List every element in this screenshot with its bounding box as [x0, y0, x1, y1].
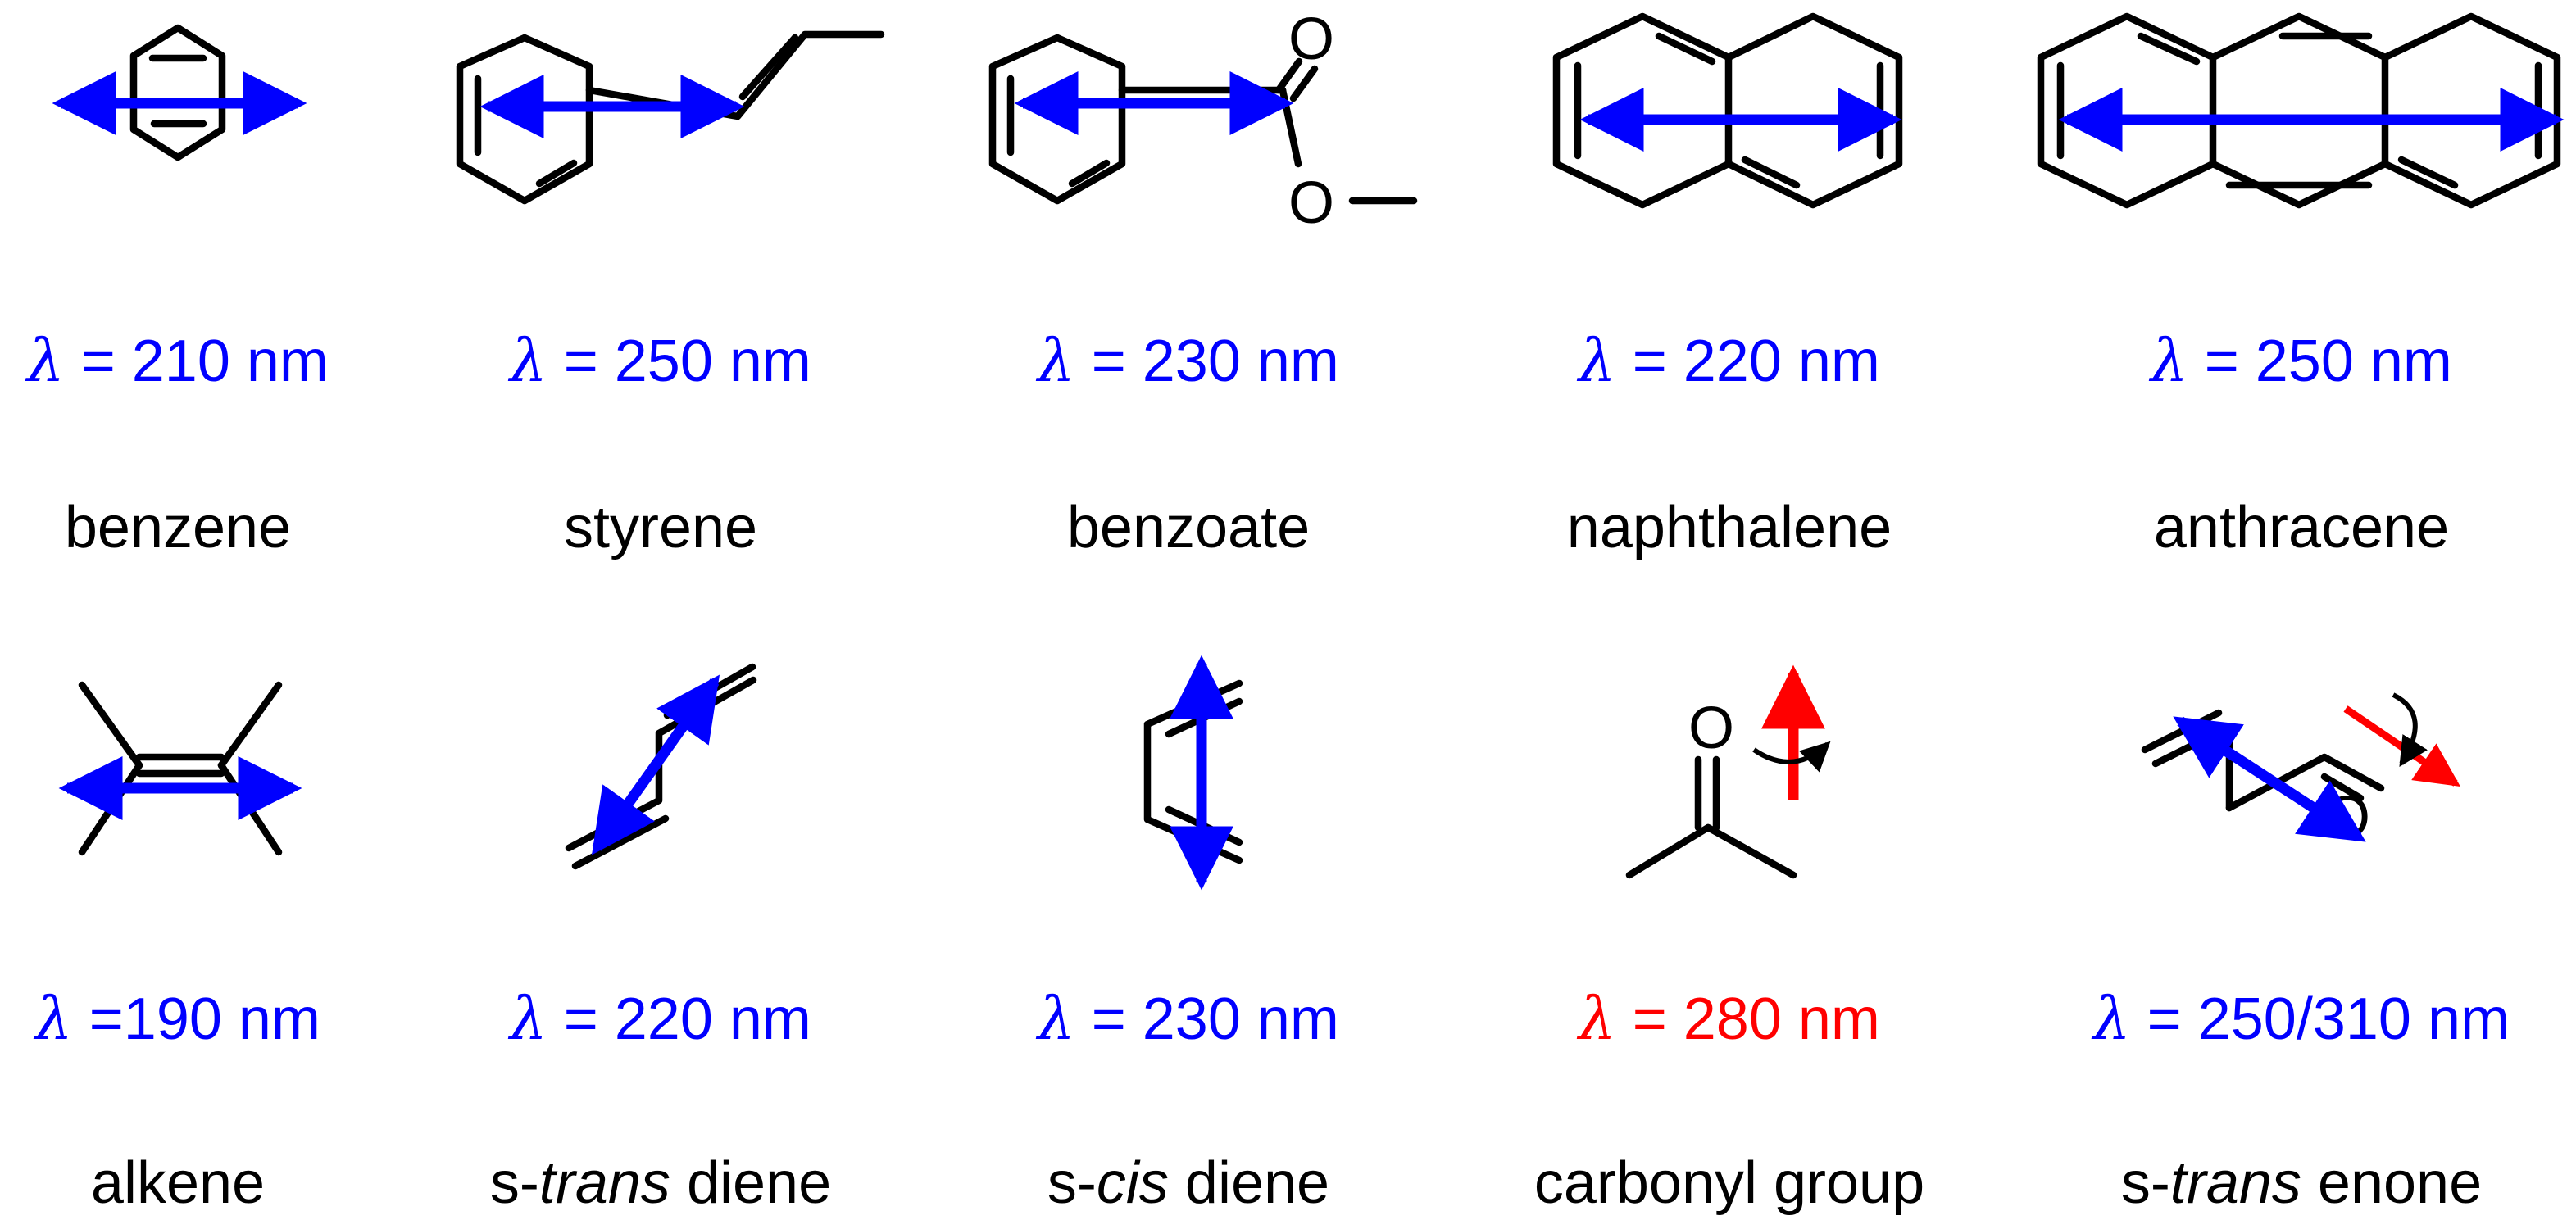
- alkene-name-label: alkene: [91, 1150, 265, 1216]
- s-trans-enone-n-pi-arrow: [2343, 705, 2460, 787]
- benzoate-ester-oxygen-label: O: [1288, 170, 1334, 236]
- styrene-wavelength-label: λ = 250 nm: [507, 326, 811, 395]
- alkene-wavelength-label: λ =190 nm: [33, 984, 320, 1053]
- wavelength-value: = 230 nm: [1075, 986, 1339, 1052]
- name-part: cis: [1097, 1150, 1169, 1216]
- name-part: benzene: [65, 495, 291, 560]
- name-part: diene: [670, 1150, 831, 1216]
- wavelength-value: = 250 nm: [547, 329, 811, 394]
- lambda-symbol: λ: [25, 326, 65, 395]
- s-trans-enone-rotation-arrow: [2392, 692, 2428, 768]
- s-trans-diene-wavelength-label: λ = 220 nm: [507, 984, 811, 1053]
- wavelength-value: = 250/310 nm: [2131, 986, 2510, 1052]
- s-trans-diene-name-label: s-trans diene: [490, 1150, 831, 1216]
- name-part: alkene: [91, 1150, 265, 1216]
- s-trans-enone-transition-arrow: [2173, 716, 2366, 842]
- styrene-structure: [456, 30, 885, 205]
- anthracene-wavelength-label: λ = 250 nm: [2148, 326, 2452, 395]
- wavelength-value: = 250 nm: [2188, 329, 2452, 394]
- name-part: naphthalene: [1567, 495, 1892, 560]
- name-part: s-: [2121, 1150, 2170, 1216]
- styrene-name-label: styrene: [564, 495, 757, 560]
- wavelength-value: = 220 nm: [547, 986, 811, 1052]
- lambda-symbol: λ: [33, 984, 73, 1053]
- name-part: carbonyl group: [1534, 1150, 1924, 1216]
- benzene-structure: [52, 24, 307, 161]
- wavelength-value: = 230 nm: [1075, 329, 1339, 394]
- wavelength-value: = 220 nm: [1616, 329, 1880, 394]
- lambda-symbol: λ: [2148, 326, 2188, 395]
- benzoate-name-label: benzoate: [1067, 495, 1310, 560]
- carbonyl-group-structure: O: [1625, 664, 1831, 879]
- carbonyl-group-wavelength-label: λ = 280 nm: [1576, 984, 1880, 1053]
- naphthalene-wavelength-label: λ = 220 nm: [1576, 326, 1880, 395]
- s-trans-enone-structure: O: [2141, 692, 2460, 850]
- name-part: diene: [1169, 1150, 1329, 1216]
- anthracene-structure: [2037, 12, 2565, 209]
- name-part: trans: [2170, 1150, 2301, 1216]
- wavelength-value: = 210 nm: [65, 329, 329, 394]
- s-trans-diene-transition-arrow: [591, 674, 720, 855]
- alkene-structure: [58, 681, 302, 856]
- benzoate-carbonyl-oxygen-label: O: [1288, 7, 1334, 72]
- name-part: styrene: [564, 495, 757, 560]
- name-part: enone: [2301, 1150, 2482, 1216]
- benzoate-wavelength-label: λ = 230 nm: [1035, 326, 1339, 395]
- name-part: s-: [490, 1150, 539, 1216]
- s-cis-diene-wavelength-label: λ = 230 nm: [1035, 984, 1339, 1053]
- wavelength-value: = 280 nm: [1616, 986, 1880, 1052]
- carbonyl-rotation-arrow: [1752, 741, 1831, 773]
- benzene-name-label: benzene: [65, 495, 291, 560]
- carbonyl-group-name-label: carbonyl group: [1534, 1150, 1924, 1216]
- molecule-labels: λ = 210 nm benzene λ = 250 nm styrene λ = 23…: [25, 326, 2510, 1216]
- s-trans-enone-name-label: s-trans enone: [2121, 1150, 2482, 1216]
- lambda-symbol: λ: [1576, 984, 1616, 1053]
- lambda-symbol: λ: [2091, 984, 2131, 1053]
- s-cis-diene-name-label: s-cis diene: [1047, 1150, 1329, 1216]
- name-part: benzoate: [1067, 495, 1310, 560]
- naphthalene-name-label: naphthalene: [1567, 495, 1892, 560]
- name-part: trans: [539, 1150, 670, 1216]
- s-cis-diene-structure: [1143, 655, 1243, 891]
- benzoate-structure: O O: [988, 7, 1418, 236]
- lambda-symbol: λ: [1035, 326, 1075, 395]
- name-part: anthracene: [2154, 495, 2449, 560]
- lambda-symbol: λ: [507, 326, 547, 395]
- benzene-wavelength-label: λ = 210 nm: [25, 326, 329, 395]
- lambda-symbol: λ: [507, 984, 547, 1053]
- name-part: s-: [1047, 1150, 1097, 1216]
- s-trans-diene-structure: [565, 663, 757, 870]
- s-trans-enone-wavelength-label: λ = 250/310 nm: [2091, 984, 2510, 1053]
- anthracene-name-label: anthracene: [2154, 495, 2449, 560]
- carbonyl-oxygen-label: O: [1688, 696, 1734, 761]
- lambda-symbol: λ: [1035, 984, 1075, 1053]
- naphthalene-structure: [1552, 12, 1903, 209]
- wavelength-value: =190 nm: [73, 986, 320, 1052]
- lambda-symbol: λ: [1576, 326, 1616, 395]
